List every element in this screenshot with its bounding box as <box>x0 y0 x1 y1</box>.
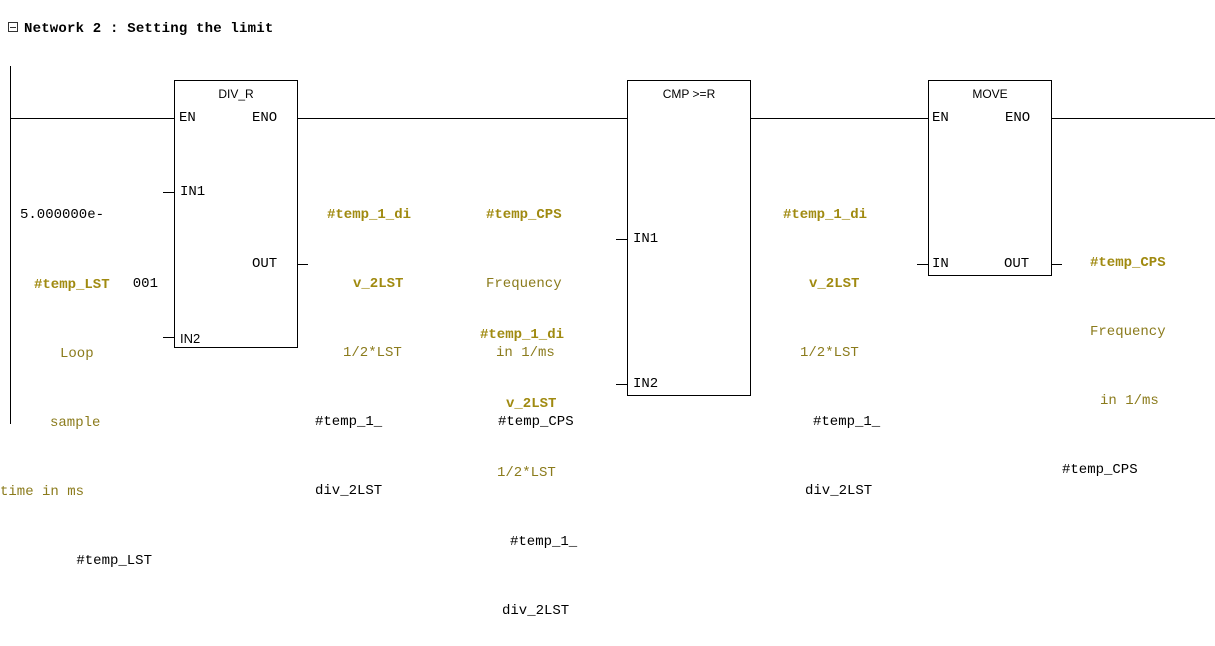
div-in2-symbol: #temp_LST <box>34 277 110 293</box>
move-in-symbol-1: #temp_1_di <box>783 207 868 223</box>
cmp-in1-symbol: #temp_CPS <box>486 207 562 223</box>
move-in-operand[interactable]: #temp_1_di v_2LST 1/2*LST #temp_1_ div_2… <box>783 158 880 526</box>
div-in1-line1: 5.000000e- <box>20 207 105 223</box>
move-en-pin: EN <box>932 110 949 126</box>
div-out-operand[interactable]: #temp_1_di v_2LST 1/2*LST #temp_1_ div_2… <box>313 158 411 526</box>
cmp-in2-address-2: div_2LST <box>502 603 570 619</box>
div-r-in1-wire <box>163 192 174 193</box>
cmp-in2-pin: IN2 <box>633 376 659 392</box>
div-out-address-1: #temp_1_ <box>315 414 383 430</box>
network-title: Network 2 : Setting the limit <box>24 21 274 37</box>
move-in-comment: 1/2*LST <box>800 345 859 361</box>
move-in-address-1: #temp_1_ <box>813 414 881 430</box>
div-r-eno-pin: ENO <box>252 110 278 126</box>
div-in1-line2: 001 <box>132 276 158 292</box>
rung-wire <box>10 118 174 119</box>
move-in-address-2: div_2LST <box>805 483 873 499</box>
move-in-wire <box>917 264 928 265</box>
rung-wire <box>750 118 928 119</box>
cmp-in1-wire <box>616 239 627 240</box>
div-r-in1-pin: IN1 <box>180 184 206 200</box>
move-title: MOVE <box>972 87 1008 101</box>
minus-box-icon[interactable] <box>8 22 18 32</box>
div-out-symbol-1: #temp_1_di <box>327 207 412 223</box>
move-eno-pin: ENO <box>1005 110 1031 126</box>
div-r-en-pin: EN <box>179 110 196 126</box>
move-in-symbol-2: v_2LST <box>809 276 860 292</box>
move-block[interactable]: MOVE <box>928 80 1052 276</box>
cmp-in1-comment-2: in 1/ms <box>496 345 555 361</box>
div-in2-operand[interactable]: #temp_LST Loop sample time in ms #temp_L… <box>0 228 172 596</box>
div-in2-address: #temp_LST <box>76 553 152 569</box>
cmp-title: CMP >=R <box>662 87 716 101</box>
div-r-block[interactable]: DIV_R <box>174 80 298 348</box>
cmp-in2-symbol-2: v_2LST <box>506 396 557 412</box>
div-out-comment: 1/2*LST <box>343 345 402 361</box>
div-in2-comment-1: Loop <box>60 346 94 362</box>
div-out-address-2: div_2LST <box>315 483 383 499</box>
move-out-pin: OUT <box>1004 256 1030 272</box>
cmp-in1-pin: IN1 <box>633 231 659 247</box>
cmp-in2-comment: 1/2*LST <box>497 465 556 481</box>
div-r-in2-pin: IN2 <box>180 331 201 346</box>
move-in-pin: IN <box>932 256 949 272</box>
div-in2-comment-3: time in ms <box>0 484 85 500</box>
move-out-wire <box>1051 264 1062 265</box>
div-r-out-pin: OUT <box>252 256 278 272</box>
div-out-symbol-2: v_2LST <box>353 276 404 292</box>
cmp-in2-address-1: #temp_1_ <box>510 534 578 550</box>
cmp-block[interactable]: CMP >=R <box>627 80 751 396</box>
div-r-out-wire <box>297 264 308 265</box>
move-out-operand[interactable]: #temp_CPS Frequency in 1/ms #temp_CPS <box>1058 206 1166 505</box>
move-out-symbol: #temp_CPS <box>1090 255 1166 271</box>
cmp-in2-operand[interactable]: #temp_1_di v_2LST 1/2*LST #temp_1_ div_2… <box>480 278 577 646</box>
power-rail <box>10 66 11 424</box>
move-out-comment-2: in 1/ms <box>1100 393 1159 409</box>
rung-wire <box>1051 118 1215 119</box>
div-in1-value[interactable]: 5.000000e- 001 <box>20 158 158 319</box>
move-out-address: #temp_CPS <box>1062 462 1138 478</box>
div-in2-comment-2: sample <box>50 415 101 431</box>
cmp-in2-symbol-1: #temp_1_di <box>480 327 565 343</box>
cmp-in1-comment-1: Frequency <box>486 276 562 292</box>
move-out-comment-1: Frequency <box>1090 324 1166 340</box>
cmp-in2-wire <box>616 384 627 385</box>
div-r-title: DIV_R <box>218 87 254 101</box>
rung-wire <box>297 118 627 119</box>
div-r-in2-wire <box>163 337 174 338</box>
